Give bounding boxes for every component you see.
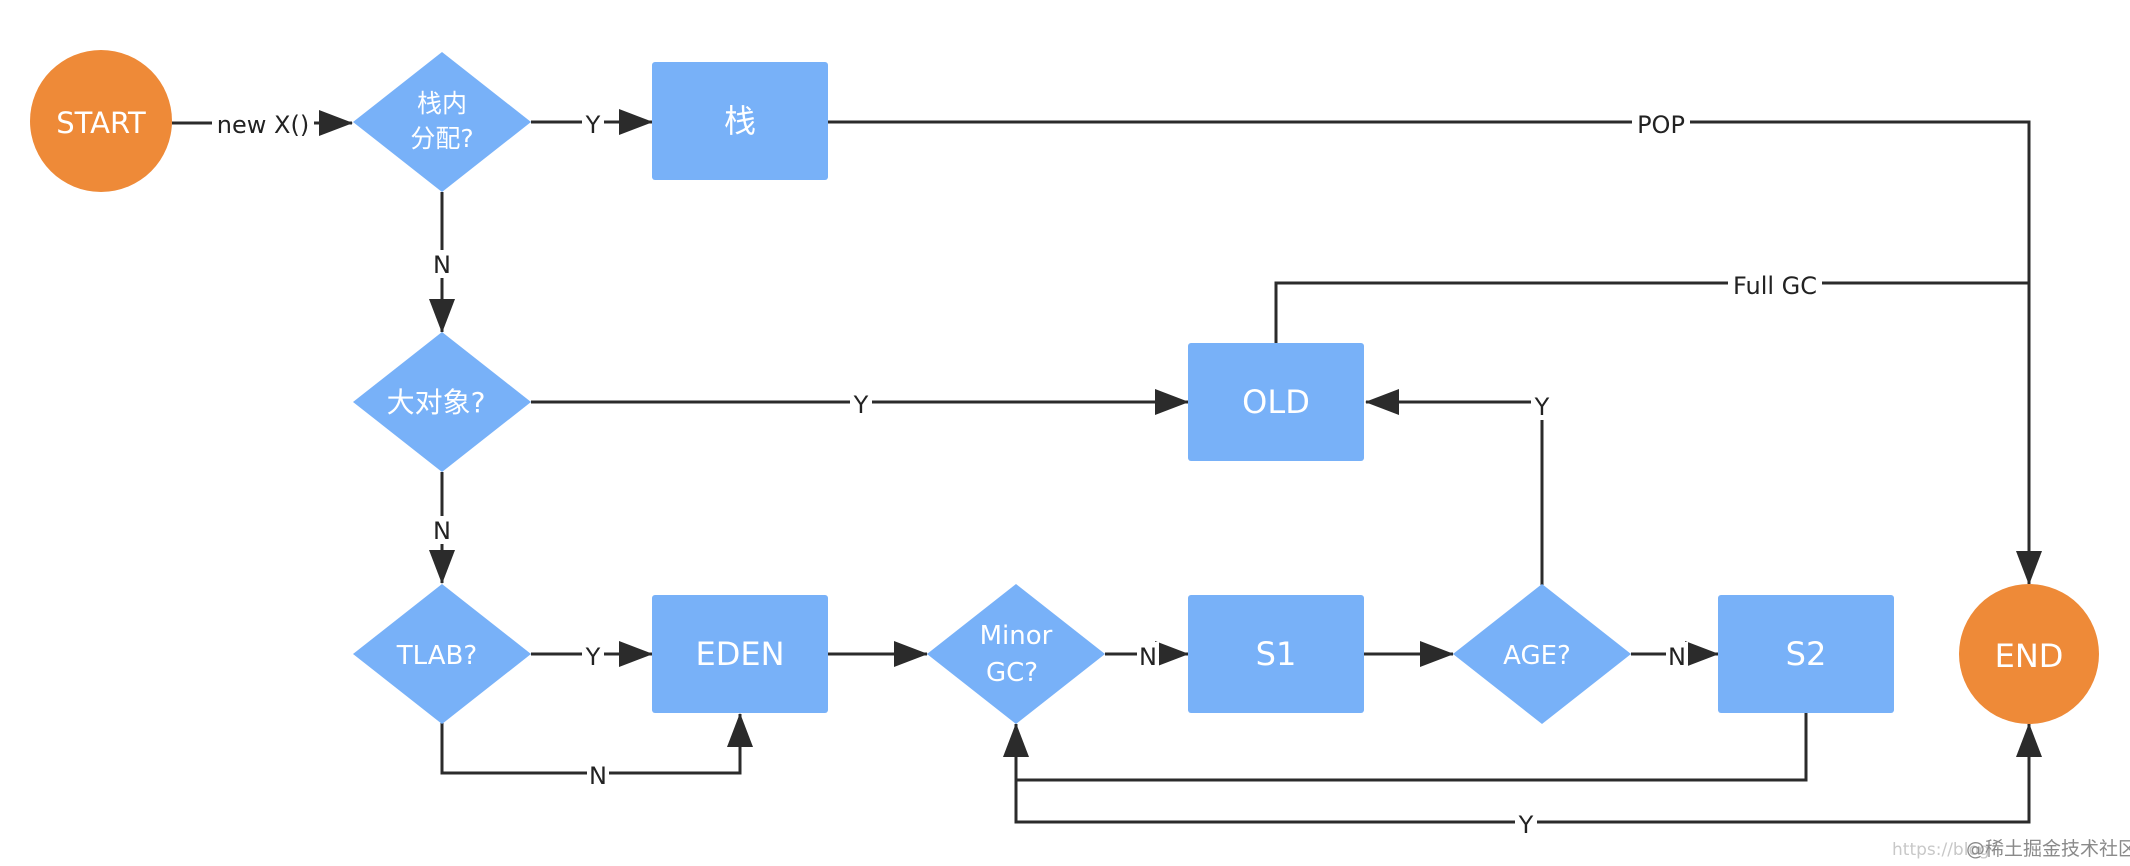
stack-allocation-decision-line2: 分配?	[410, 124, 473, 153]
stack-box-label: 栈	[724, 102, 756, 140]
eden-box-label: EDEN	[695, 635, 784, 673]
big-object-decision	[353, 332, 531, 472]
age-decision-label: AGE?	[1503, 641, 1571, 671]
edge-label-age-yes: Y	[1534, 393, 1550, 421]
tlab-decision-label: TLAB?	[396, 641, 477, 671]
minor-gc-decision-line2: GC?	[986, 658, 1038, 688]
edge-label-stack-yes: Y	[585, 111, 601, 139]
edge-label-stack-no: N	[433, 251, 451, 279]
edge-age-question-to-old	[1365, 389, 1544, 585]
big-object-decision-label: 大对象?	[387, 386, 486, 419]
edge-old-full-gc	[1274, 281, 2029, 343]
edge-label-age-no: N	[1668, 643, 1686, 671]
edge-label-minor-no: N	[1139, 643, 1157, 671]
s2-box-label: S2	[1786, 635, 1827, 673]
s1-box-label: S1	[1256, 635, 1297, 673]
s2-box	[1718, 595, 1894, 713]
edge-label-full-gc: Full GC	[1733, 272, 1817, 300]
edge-s2-to-minor-question	[1003, 713, 1808, 782]
edge-label-pop: POP	[1637, 111, 1685, 139]
age-decision	[1453, 584, 1631, 724]
start-label: START	[56, 106, 146, 140]
old-box	[1188, 343, 1364, 461]
edge-minor-question-to-end	[1014, 723, 2042, 824]
start-node	[30, 50, 172, 192]
stack-box	[652, 62, 828, 180]
edge-label-big-no: N	[433, 517, 451, 545]
eden-box	[652, 595, 828, 713]
edge-label-tlab-no: N	[589, 762, 607, 790]
edge-label-big-yes: Y	[853, 391, 869, 419]
tlab-decision	[353, 584, 531, 724]
end-node	[1959, 584, 2099, 724]
stack-allocation-decision-line1: 栈内	[417, 89, 467, 118]
minor-gc-decision-line1: Minor	[980, 621, 1053, 651]
end-label: END	[1995, 637, 2064, 675]
stack-allocation-decision	[353, 52, 531, 192]
edge-stack-to-end	[828, 120, 2042, 585]
watermark-faint: https://blog	[1892, 840, 1990, 860]
minor-gc-decision	[927, 584, 1105, 724]
old-box-label: OLD	[1242, 383, 1310, 421]
edge-label-minor-yes: Y	[1518, 811, 1534, 839]
s1-box	[1188, 595, 1364, 713]
edge-label-new: new X()	[217, 111, 309, 139]
watermark-main: @稀土掘金技术社区	[1966, 838, 2130, 860]
edge-label-tlab-yes: Y	[585, 643, 601, 671]
